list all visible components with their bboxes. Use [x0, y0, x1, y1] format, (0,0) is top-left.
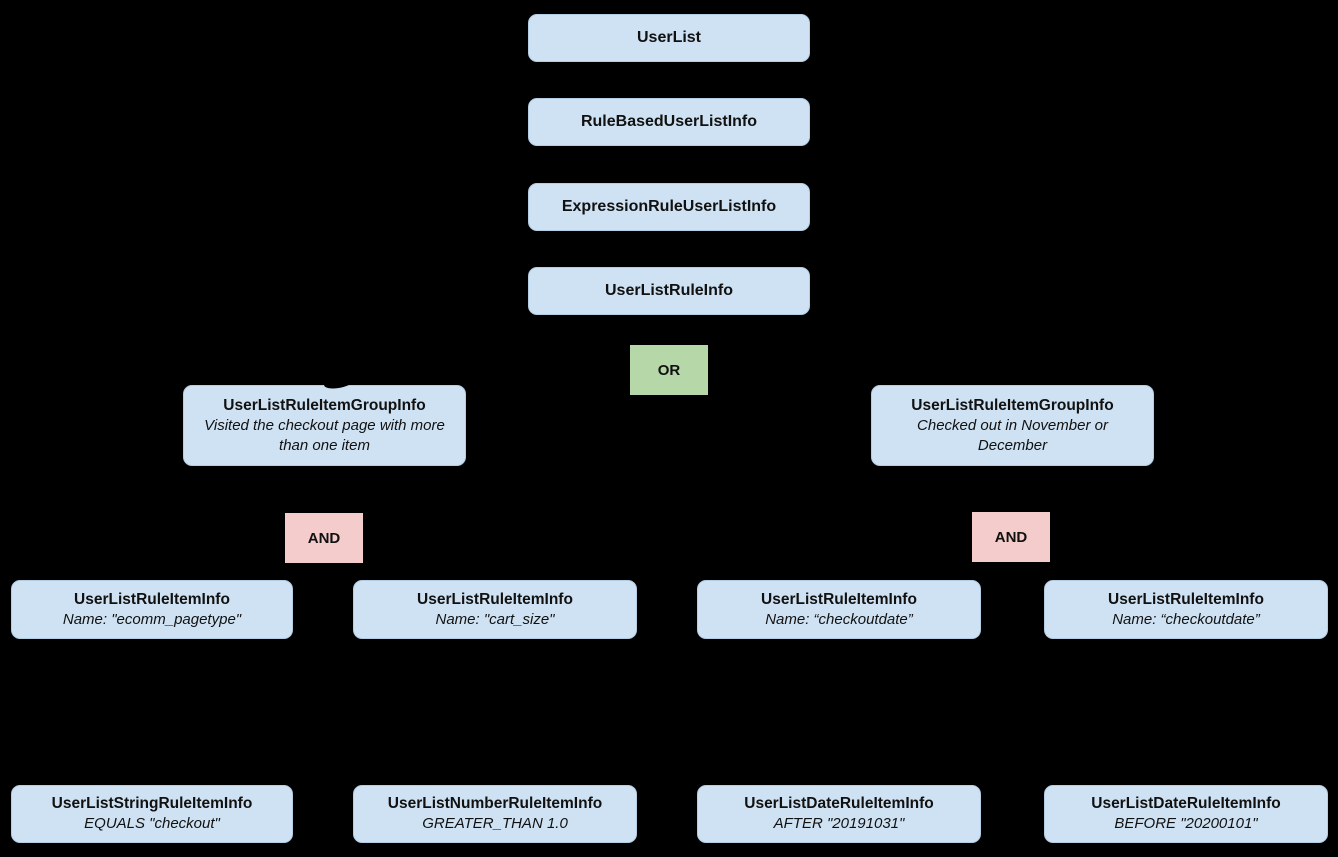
- node-ruleitem-ecomm-pagetype: UserListRuleItemInfo Name: "ecomm_pagety…: [11, 580, 293, 639]
- node-numberruleiteminfo: UserListNumberRuleItemInfo GREATER_THAN …: [353, 785, 637, 843]
- node-subtitle: Name: "cart_size": [435, 610, 555, 628]
- node-group-left: UserListRuleItemGroupInfo Visited the ch…: [183, 385, 466, 466]
- node-title: UserListRuleItemInfo: [761, 590, 917, 608]
- node-dateruleiteminfo-before: UserListDateRuleItemInfo BEFORE "2020010…: [1044, 785, 1328, 843]
- node-ruleitem-cart-size: UserListRuleItemInfo Name: "cart_size": [353, 580, 637, 639]
- node-title: UserListDateRuleItemInfo: [744, 795, 934, 812]
- node-subtitle: Name: “checkoutdate”: [1112, 610, 1260, 628]
- node-group-right: UserListRuleItemGroupInfo Checked out in…: [871, 385, 1154, 466]
- arrowhead-fragment-right: [986, 373, 1013, 386]
- node-title: UserListRuleItemGroupInfo: [223, 396, 426, 414]
- node-userlist: UserList: [528, 14, 810, 62]
- node-subtitle: Name: "ecomm_pagetype": [62, 610, 242, 628]
- node-rulebaseduserlistinfo: RuleBasedUserListInfo: [528, 98, 810, 146]
- and-operator-label: AND: [307, 529, 341, 547]
- node-title: UserListStringRuleItemInfo: [51, 795, 253, 812]
- node-title: UserListNumberRuleItemInfo: [387, 795, 603, 812]
- node-title: ExpressionRuleUserListInfo: [561, 198, 777, 215]
- node-ruleitem-checkoutdate-after: UserListRuleItemInfo Name: “checkoutdate…: [697, 580, 981, 639]
- node-title: UserListRuleItemInfo: [1108, 590, 1264, 608]
- and-operator-chip-right: AND: [972, 512, 1050, 562]
- node-stringruleiteminfo: UserListStringRuleItemInfo EQUALS "check…: [11, 785, 293, 843]
- or-operator-chip: OR: [630, 345, 708, 395]
- and-operator-label: AND: [994, 528, 1028, 546]
- node-subtitle: AFTER "20191031": [773, 815, 905, 832]
- node-subtitle: Checked out in November or December: [917, 416, 1108, 454]
- node-subtitle: Visited the checkout page with more than…: [204, 416, 445, 454]
- and-operator-chip-left: AND: [285, 513, 363, 563]
- node-subtitle: GREATER_THAN 1.0: [422, 815, 568, 832]
- node-title: UserListDateRuleItemInfo: [1091, 795, 1281, 812]
- node-title: UserListRuleItemInfo: [74, 590, 230, 608]
- node-title: RuleBasedUserListInfo: [580, 113, 758, 130]
- or-operator-label: OR: [657, 361, 681, 379]
- node-dateruleiteminfo-after: UserListDateRuleItemInfo AFTER "20191031…: [697, 785, 981, 843]
- node-title: UserListRuleItemInfo: [417, 590, 573, 608]
- node-userlistruleinfo: UserListRuleInfo: [528, 267, 810, 315]
- node-subtitle: EQUALS "checkout": [84, 815, 220, 832]
- node-title: UserListRuleItemGroupInfo: [911, 396, 1114, 414]
- node-title: UserList: [636, 29, 702, 46]
- node-expressionruleuserlistinfo: ExpressionRuleUserListInfo: [528, 183, 810, 231]
- node-ruleitem-checkoutdate-before: UserListRuleItemInfo Name: “checkoutdate…: [1044, 580, 1328, 639]
- node-title: UserListRuleInfo: [604, 282, 733, 299]
- node-subtitle: BEFORE "20200101": [1114, 815, 1258, 832]
- node-subtitle: Name: “checkoutdate”: [765, 610, 913, 628]
